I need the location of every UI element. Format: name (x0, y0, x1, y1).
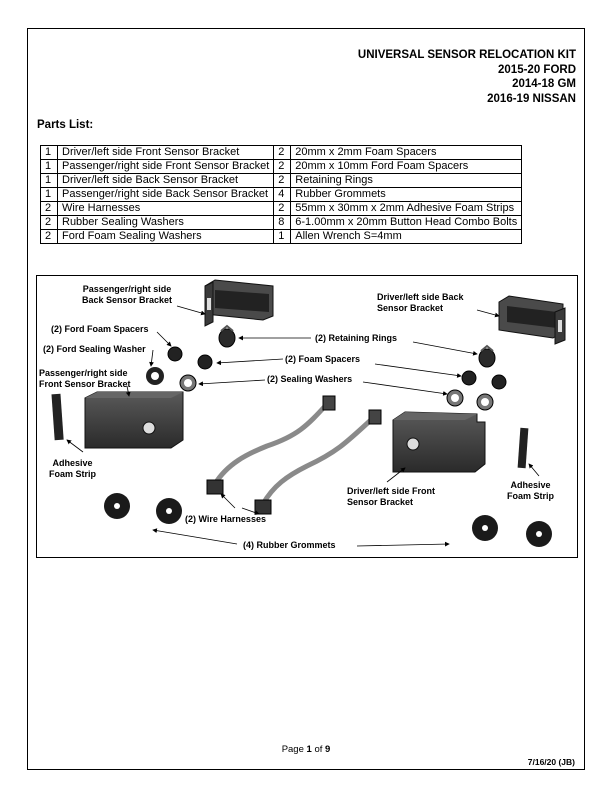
driver-front-bracket (392, 411, 486, 473)
label-driver-back-bracket: Driver/left side Back Sensor Bracket (377, 292, 464, 313)
label-driver-front-bracket: Driver/left side Front Sensor Bracket (347, 486, 436, 507)
part-qty-left: 1 (40, 173, 58, 188)
rubber-grommets (104, 493, 552, 547)
parts-list-heading: Parts List: (37, 119, 94, 131)
part-qty-right: 4 (273, 187, 292, 202)
label-passenger-back-bracket: Passenger/right side Back Sensor Bracket (81, 284, 173, 305)
revision-date: 7/16/20 (JB) (527, 757, 575, 767)
passenger-back-bracket (204, 279, 274, 327)
retaining-ring-right (478, 344, 496, 368)
parts-diagram: Passenger/right side Back Sensor Bracket… (36, 275, 578, 558)
part-name-left: Rubber Sealing Washers (56, 215, 275, 230)
label-wire-harnesses: (2) Wire Harnesses (185, 514, 266, 524)
part-name-left: Passenger/right side Front Sensor Bracke… (56, 159, 275, 174)
part-name-right: 6-1.00mm x 20mm Button Head Combo Bolts (290, 215, 523, 230)
adhesive-foam-strip-left (51, 393, 64, 441)
part-qty-left: 1 (40, 187, 58, 202)
label-ford-foam-spacers: (2) Ford Foam Spacers (51, 324, 149, 334)
retaining-ring-left (218, 324, 236, 348)
part-name-right: 20mm x 10mm Ford Foam Spacers (290, 159, 523, 174)
driver-back-bracket (498, 295, 566, 345)
label-passenger-front-bracket: Passenger/right side Front Sensor Bracke… (39, 368, 131, 389)
leader-arrows (66, 305, 540, 547)
part-name-right: 55mm x 30mm x 2mm Adhesive Foam Strips (290, 201, 523, 216)
part-qty-left: 2 (40, 215, 58, 230)
wire-harnesses (206, 395, 382, 515)
part-name-left: Driver/left side Back Sensor Bracket (56, 173, 275, 188)
label-retaining-rings: (2) Retaining Rings (315, 333, 398, 343)
page-number: Page 1 of 9 (281, 744, 331, 755)
passenger-front-bracket (84, 391, 184, 449)
part-name-left: Driver/left side Front Sensor Bracket (56, 145, 275, 160)
label-ford-sealing-washer: (2) Ford Sealing Washer (43, 344, 146, 354)
document-title: UNIVERSAL SENSOR RELOCATION KIT (357, 49, 576, 61)
part-qty-left: 1 (40, 159, 58, 174)
label-adhesive-foam-strip-right: Adhesive Foam Strip (507, 480, 555, 501)
ford-foam-spacer (167, 346, 183, 362)
part-name-right: 20mm x 2mm Foam Spacers (290, 145, 523, 160)
page-frame (27, 28, 585, 770)
header-nissan: 2016-19 NISSAN (487, 92, 576, 105)
ford-sealing-washer (146, 367, 164, 385)
part-name-right: Rubber Grommets (290, 187, 523, 202)
part-qty-right: 2 (273, 145, 292, 160)
parts-diagram-drawing (51, 279, 566, 547)
part-qty-right: 1 (273, 229, 292, 244)
part-name-left: Ford Foam Sealing Washers (56, 229, 275, 244)
document-header: UNIVERSAL SENSOR RELOCATION KIT 2015-20 … (358, 48, 576, 106)
part-name-left: Wire Harnesses (56, 201, 275, 216)
ford-foam-spacer-right (491, 374, 507, 390)
sealing-washer-right (446, 389, 494, 411)
part-qty-left: 2 (40, 229, 58, 244)
part-qty-right: 2 (273, 173, 292, 188)
part-qty-right: 8 (273, 215, 292, 230)
label-sealing-washers: (2) Sealing Washers (267, 374, 353, 384)
header-ford: 2015-20 FORD (498, 63, 576, 76)
label-foam-spacers: (2) Foam Spacers (285, 354, 361, 364)
part-name-right: Allen Wrench S=4mm (290, 229, 523, 244)
part-name-right: Retaining Rings (290, 173, 523, 188)
header-gm: 2014-18 GM (512, 78, 576, 90)
adhesive-foam-strip-right (517, 427, 529, 469)
part-qty-left: 1 (40, 145, 58, 160)
foam-spacer-right (461, 370, 477, 386)
label-rubber-grommets: (4) Rubber Grommets (243, 540, 336, 550)
part-qty-right: 2 (273, 159, 292, 174)
part-name-left: Passenger/right side Back Sensor Bracket (56, 187, 275, 202)
foam-spacer-left (197, 354, 213, 370)
label-adhesive-foam-strip-left: Adhesive Foam Strip (49, 458, 97, 479)
part-qty-left: 2 (40, 201, 58, 216)
part-qty-right: 2 (273, 201, 292, 216)
sealing-washer-left (179, 374, 197, 392)
